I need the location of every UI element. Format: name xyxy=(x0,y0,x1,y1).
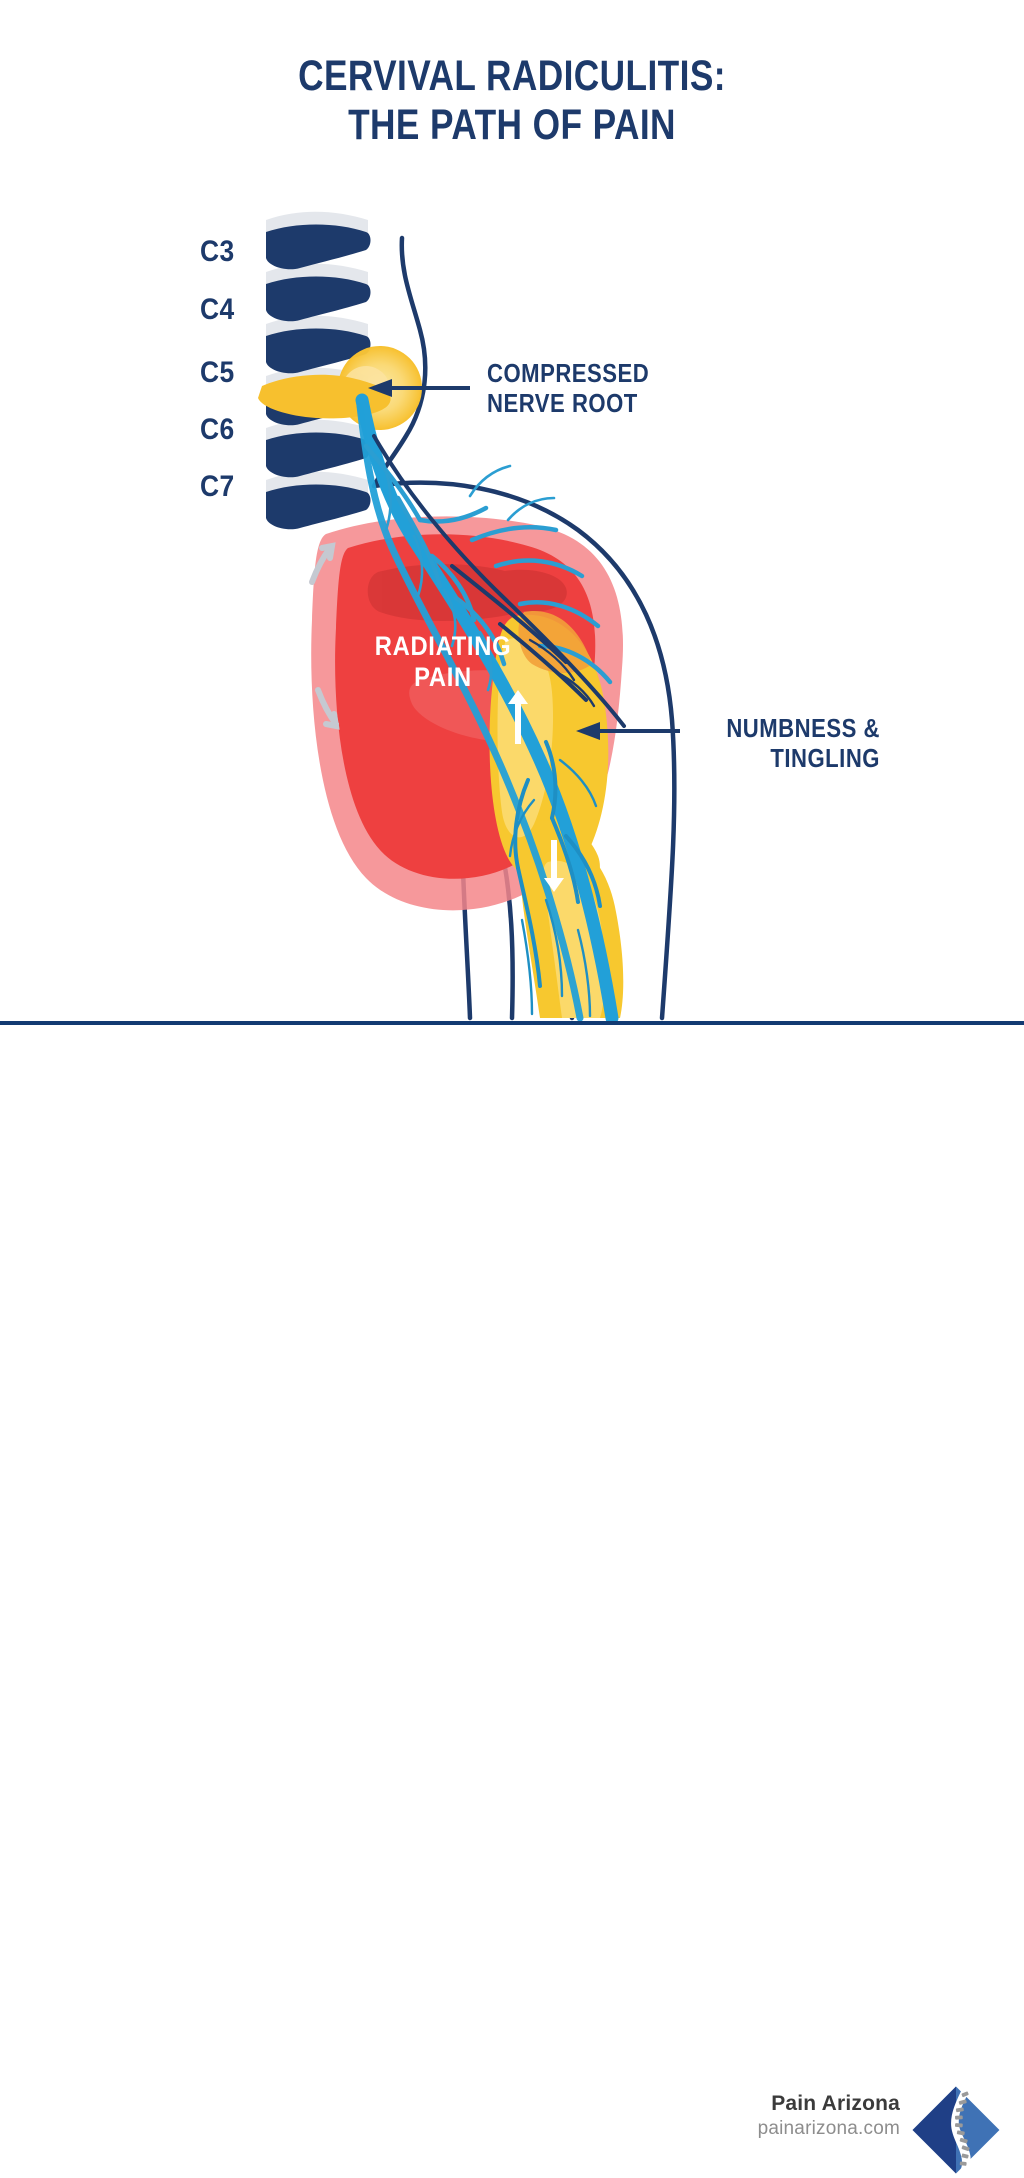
leader-numbness-tingling xyxy=(576,722,680,740)
vertebra-label-c6: C6 xyxy=(200,413,235,446)
callout-compressed-nerve-root-line-1: COMPRESSED xyxy=(487,358,650,388)
gray-arrow-down xyxy=(315,687,340,730)
pain-arizona-logo[interactable] xyxy=(908,2082,1004,2178)
callout-numbness-tingling-line-2: TINGLING xyxy=(770,743,880,773)
vertebra-label-c3: C3 xyxy=(200,235,235,268)
gray-arrow-up xyxy=(309,542,336,585)
vertebra-label-c7: C7 xyxy=(200,470,235,503)
radiating-pain-label: RADIATING PAIN xyxy=(355,631,531,693)
callout-leaders xyxy=(368,379,680,740)
anatomy-illustration xyxy=(258,211,680,1024)
vertebra-label-c4: C4 xyxy=(200,293,235,326)
footer-divider xyxy=(0,1021,1024,1025)
brand-url: painarizona.com xyxy=(757,2118,900,2139)
white-arrow-up xyxy=(508,690,528,744)
page-title-line-1: CERVIVAL RADICULITIS: xyxy=(298,52,726,100)
page-title: CERVIVAL RADICULITIS: THE PATH OF PAIN xyxy=(92,52,932,150)
brand-block: Pain Arizona painarizona.com xyxy=(758,2092,900,2140)
radiating-pain-label-line-1: RADIATING xyxy=(374,631,512,661)
radiating-pain-label-line-2: PAIN xyxy=(414,662,472,692)
footer: Pain Arizona painarizona.com xyxy=(0,1030,1024,2175)
callout-compressed-nerve-root-line-2: NERVE ROOT xyxy=(487,388,638,418)
brand-name: Pain Arizona xyxy=(771,2092,900,2115)
callout-numbness-tingling-line-1: NUMBNESS & xyxy=(726,713,880,743)
callout-numbness-tingling: NUMBNESS & TINGLING xyxy=(676,713,880,773)
infographic-canvas: CERVIVAL RADICULITIS: THE PATH OF PAIN xyxy=(0,52,1024,2175)
nerve-pathway xyxy=(355,393,626,1024)
page-title-line-2: THE PATH OF PAIN xyxy=(348,101,676,149)
white-arrow-down xyxy=(544,840,564,892)
direction-arrows xyxy=(309,542,564,892)
callout-compressed-nerve-root: COMPRESSED NERVE ROOT xyxy=(487,358,708,418)
vertebra-label-c5: C5 xyxy=(200,356,235,389)
leader-compressed-nerve-root xyxy=(368,379,470,397)
